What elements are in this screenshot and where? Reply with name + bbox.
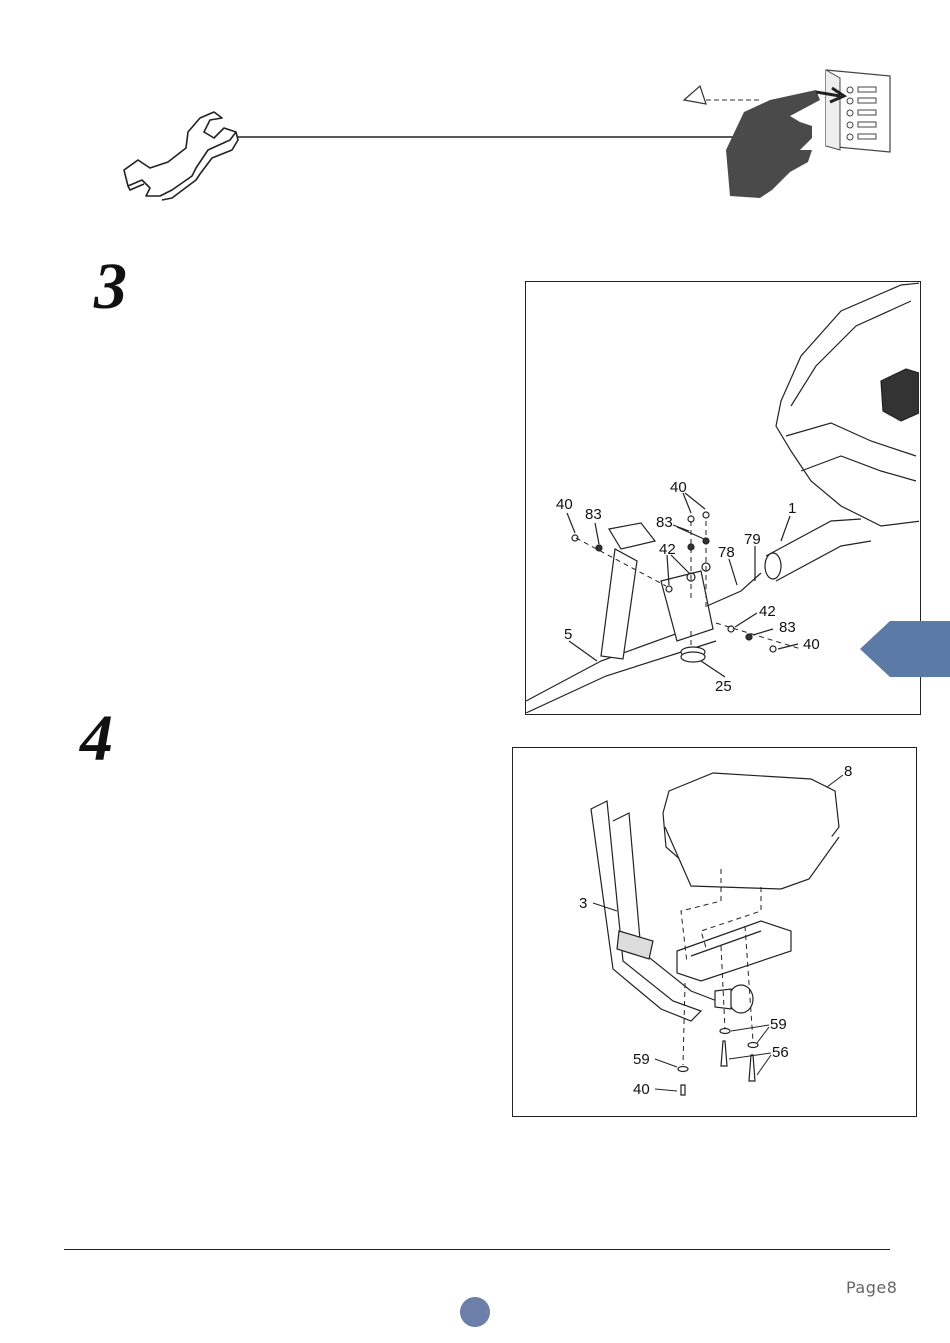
part-label: 59 [633, 1051, 650, 1068]
part-label: 25 [715, 678, 732, 695]
part-label: 79 [744, 531, 761, 548]
part-label: 40 [633, 1081, 650, 1098]
step-4-diagram: 8 3 59 56 59 40 [512, 747, 917, 1117]
part-label: 3 [579, 895, 587, 912]
part-label: 83 [779, 619, 796, 636]
hand-pointing-manual-icon [684, 70, 890, 198]
part-label: 83 [585, 506, 602, 523]
part-label: 78 [718, 544, 735, 561]
page-number: Page8 [846, 1278, 897, 1297]
page-dot-icon [460, 1297, 490, 1327]
step-number-4: 4 [80, 706, 113, 772]
part-label: 5 [564, 626, 572, 643]
header-illustration [0, 0, 950, 220]
footer-rule [64, 1249, 890, 1250]
part-label: 40 [803, 636, 820, 653]
part-label: 42 [759, 603, 776, 620]
part-label: 1 [788, 500, 796, 517]
part-label: 8 [844, 763, 852, 780]
part-label: 42 [659, 541, 676, 558]
wrench-icon [124, 112, 238, 200]
part-label: 83 [656, 514, 673, 531]
part-label: 40 [556, 496, 573, 513]
step-number-3: 3 [94, 254, 127, 320]
part-label: 59 [770, 1016, 787, 1033]
part-label: 40 [670, 479, 687, 496]
part-label: 56 [772, 1044, 789, 1061]
